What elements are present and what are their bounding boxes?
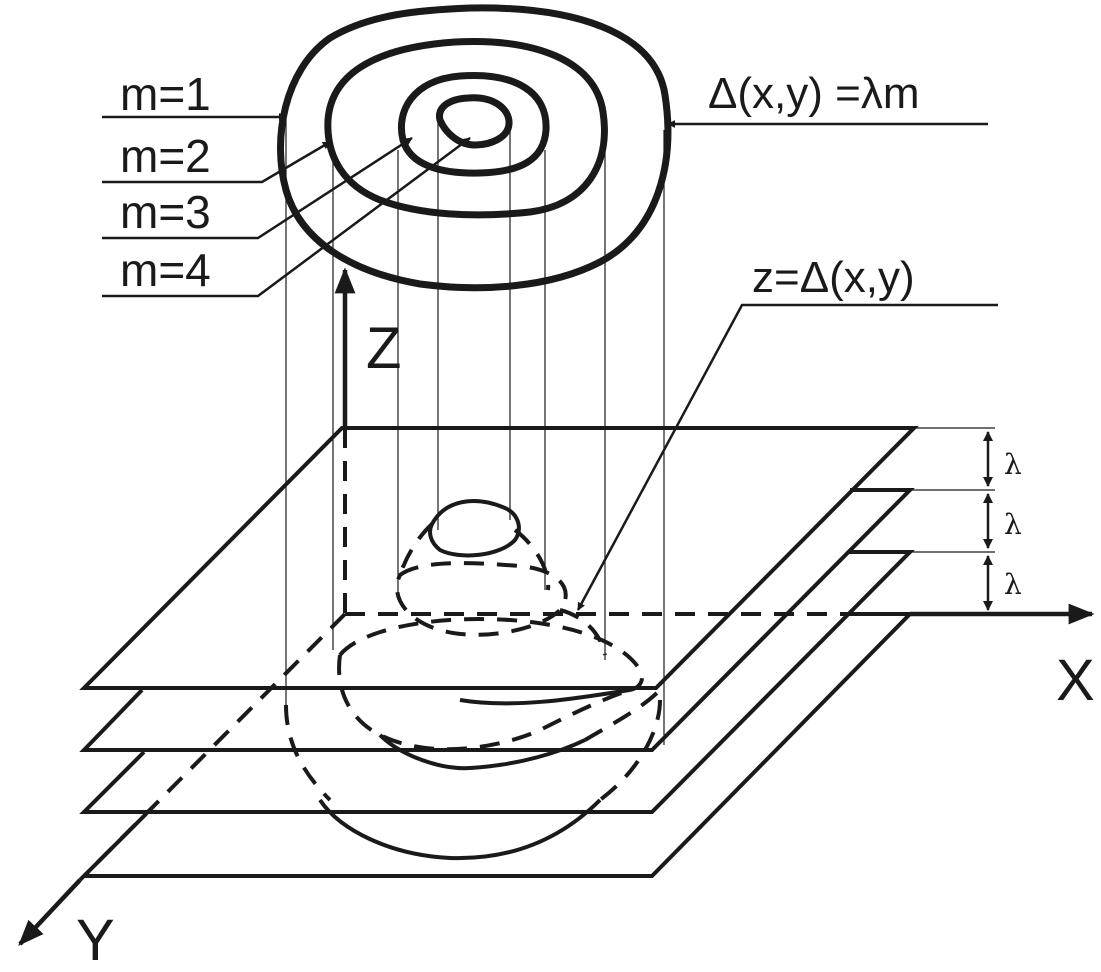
surface-contours: [284, 499, 662, 861]
label-m1: m=1: [120, 68, 211, 120]
plane-2: [79, 488, 915, 752]
plane-stack: [79, 426, 919, 878]
label-m4: m=4: [120, 244, 211, 296]
label-m3: m=3: [120, 186, 211, 238]
hidden-edges: [78, 428, 850, 882]
label-leaders: [102, 113, 998, 611]
spacing-dimensions: [910, 427, 995, 611]
contour-m3: [398, 71, 550, 177]
fringe-contours: [277, 4, 672, 292]
y-axis: [18, 878, 82, 946]
equation-surface: z=Δ(x,y): [752, 253, 915, 302]
y-axis-label: Y: [76, 908, 115, 972]
contour-m2: [324, 38, 608, 219]
contour-m1: [277, 4, 672, 292]
x-axis-label: X: [1056, 648, 1095, 713]
spacing-label-1: λ: [1004, 448, 1022, 481]
contour-m4: [436, 94, 513, 149]
z-axis-label: Z: [366, 316, 401, 381]
plane-1: [79, 426, 919, 690]
equation-contour-condition: Δ(x,y) =λm: [708, 69, 920, 118]
spacing-label-2: λ: [1004, 508, 1022, 541]
spacing-label-3: λ: [1004, 568, 1022, 601]
projection-lines: [285, 117, 665, 745]
label-m2: m=2: [120, 130, 211, 182]
axes: [18, 267, 1095, 946]
plane-3: [79, 550, 915, 814]
